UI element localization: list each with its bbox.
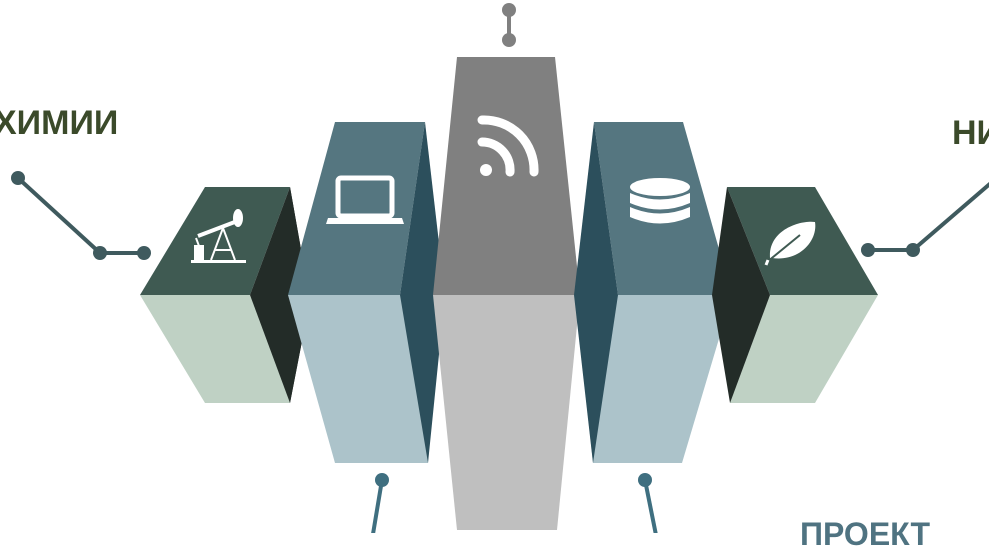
connector-bottom-left (371, 473, 389, 533)
infographic-diagram (11, 3, 989, 533)
laptop-icon (326, 175, 404, 224)
block-far-left (140, 187, 310, 403)
leaf-icon (764, 221, 816, 266)
block-far-right (712, 187, 878, 403)
connector-left (11, 171, 151, 260)
label-right: НИ (952, 114, 989, 152)
label-bottom: ПРОЕКТ (800, 516, 931, 552)
connector-right (861, 181, 989, 257)
block-center (433, 57, 580, 530)
label-left: ХИМИИ (0, 104, 119, 142)
database-icon (630, 178, 690, 224)
connector-bottom-right (638, 473, 658, 533)
block-right (574, 122, 732, 463)
rss-icon (477, 115, 539, 177)
block-left (288, 122, 445, 463)
connector-top (502, 3, 516, 47)
oil-pump-icon (191, 209, 246, 263)
